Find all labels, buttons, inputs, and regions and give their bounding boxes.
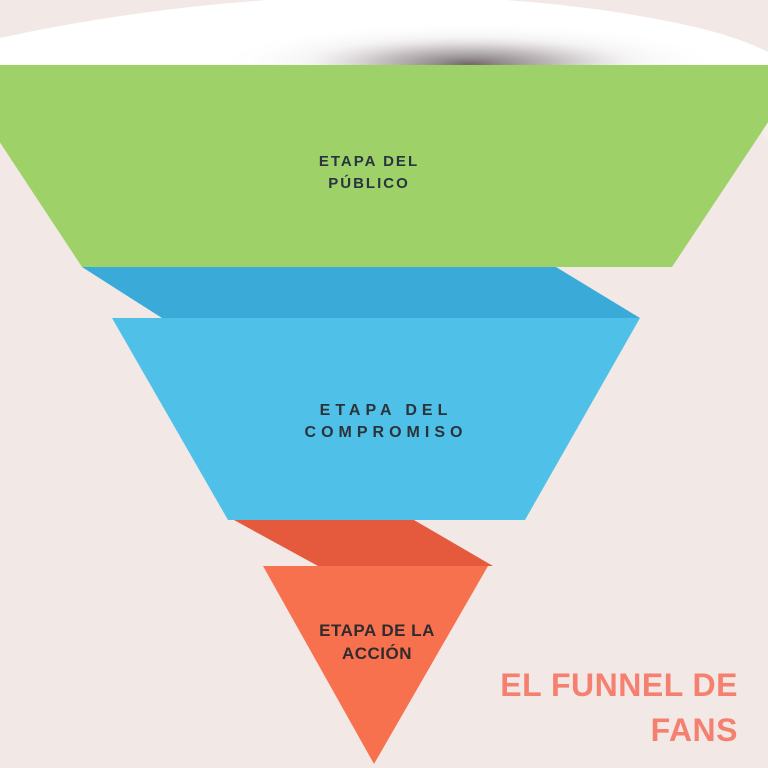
stage-accion-shape [263,566,488,764]
stage-compromiso-shape [112,318,640,520]
stage-compromiso-fold [82,267,640,318]
stage-accion-label-line2: ACCIÓN [341,644,413,663]
stage-compromiso-label-line1: ETAPA DEL [319,402,453,419]
poster-title: EL FUNNEL DE FANS [500,663,738,753]
stage-publico-label-line1: ETAPA DEL [318,153,420,170]
stage-publico-label-line2: PÚBLICO [328,175,410,192]
stage-accion-label: ETAPA DE LA ACCIÓN [319,619,435,665]
stage-accion-label-line1: ETAPA DE LA [319,621,435,640]
poster-title-line1: EL FUNNEL DE [500,667,738,703]
funnel-mouth-shadow [215,22,725,65]
stage-publico-shape [0,65,768,267]
stage-compromiso-label-line2: COMPROMISO [304,424,468,441]
poster-title-line2: FANS [650,712,738,748]
stage-compromiso-label: ETAPA DEL COMPROMISO [305,400,468,444]
stage-publico-label: ETAPA DEL PÚBLICO [319,151,419,195]
stage-accion-fold [234,520,493,566]
